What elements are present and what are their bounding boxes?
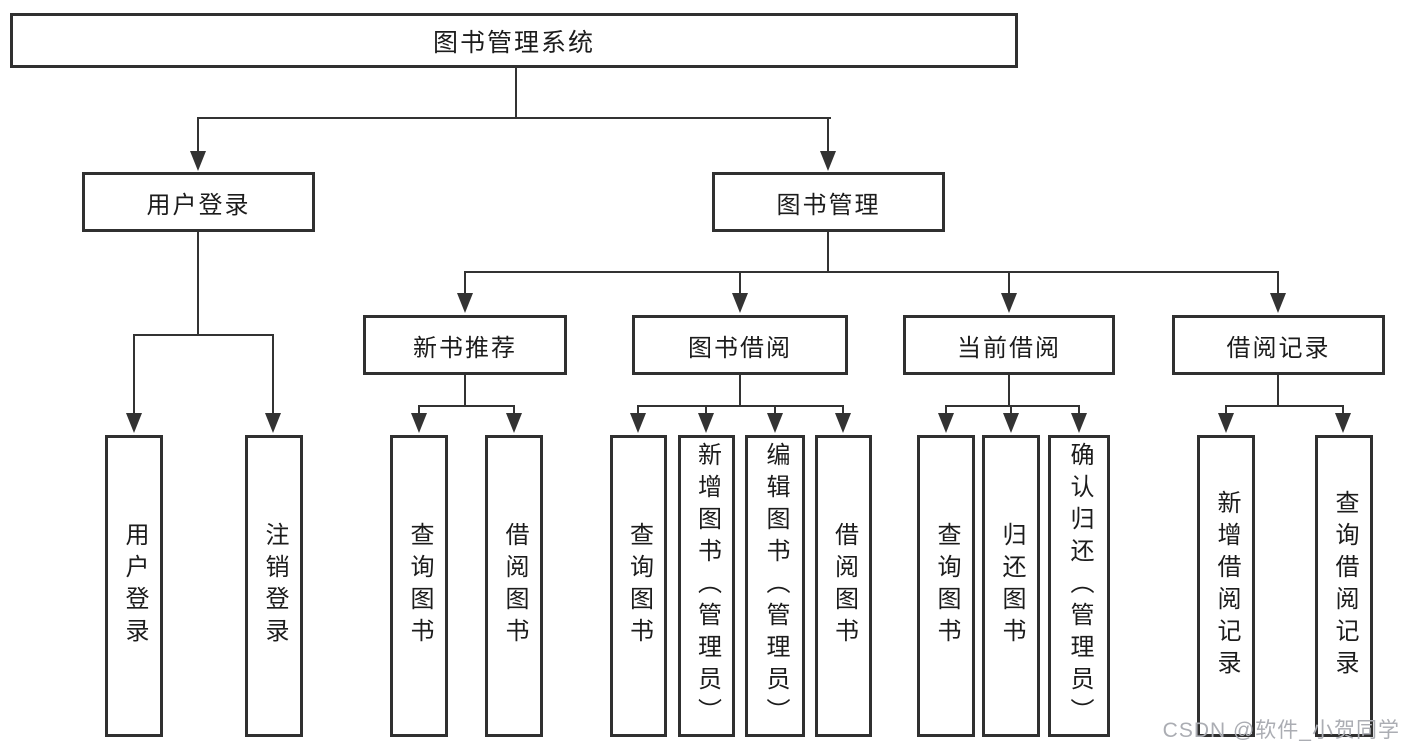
arrow-down-icon: [732, 293, 748, 313]
connector-line: [464, 271, 1279, 273]
connector-line: [1225, 405, 1344, 407]
leaf-label: 查询图书: [933, 522, 960, 650]
leaf-label: 归还图书: [998, 522, 1025, 650]
connector-line: [418, 405, 515, 407]
node-label: 当前借阅: [957, 334, 1061, 362]
leaf-borrow-books: 借阅图书: [815, 435, 872, 737]
node-label: 借阅记录: [1226, 334, 1331, 362]
arrow-down-icon: [506, 413, 522, 433]
connector-line: [1277, 271, 1279, 295]
connector-line: [1010, 405, 1012, 415]
leaf-add-borrow-record: 新增借阅记录: [1197, 435, 1255, 737]
leaf-borrow-books: 借阅图书: [485, 435, 543, 737]
connector-line: [842, 405, 844, 415]
connector-line: [272, 334, 274, 414]
leaf-label: 用户登录: [121, 522, 148, 650]
leaf-query-books: 查询图书: [610, 435, 667, 737]
connector-line: [515, 66, 517, 119]
node-label: 图书管理: [776, 191, 881, 219]
leaf-label: 查询图书: [625, 522, 653, 650]
connector-line: [739, 271, 741, 295]
node-library-management-system: 图书管理系统: [10, 13, 1018, 68]
leaf-label: 确认归还（管理员）: [1066, 442, 1093, 730]
connector-line: [1277, 374, 1279, 407]
arrow-down-icon: [457, 293, 473, 313]
leaf-user-login: 用户登录: [105, 435, 163, 737]
leaf-logout: 注销登录: [245, 435, 303, 737]
leaf-label: 新增借阅记录: [1213, 490, 1240, 682]
arrow-down-icon: [938, 413, 954, 433]
arrow-down-icon: [190, 151, 206, 171]
connector-line: [637, 405, 639, 415]
connector-line: [1008, 271, 1010, 295]
leaf-query-borrow-record: 查询借阅记录: [1315, 435, 1373, 737]
connector-line: [197, 117, 831, 119]
arrow-down-icon: [835, 413, 851, 433]
arrow-down-icon: [820, 151, 836, 171]
arrow-down-icon: [1071, 413, 1087, 433]
arrow-down-icon: [1218, 413, 1234, 433]
connector-line: [513, 405, 515, 415]
leaf-query-books: 查询图书: [390, 435, 448, 737]
leaf-label: 编辑图书（管理员）: [762, 442, 789, 730]
connector-line: [464, 271, 466, 295]
arrow-down-icon: [1001, 293, 1017, 313]
connector-line: [827, 117, 829, 153]
connector-line: [827, 231, 829, 272]
arrow-down-icon: [630, 413, 646, 433]
connector-line: [418, 405, 420, 415]
arrow-down-icon: [126, 413, 142, 433]
arrow-down-icon: [767, 413, 783, 433]
node-new-book-recommend: 新书推荐: [363, 315, 567, 375]
node-label: 新书推荐: [413, 334, 517, 362]
connector-line: [197, 231, 199, 335]
leaf-label: 注销登录: [261, 522, 288, 650]
node-current-borrow: 当前借阅: [903, 315, 1115, 375]
node-label: 图书管理系统: [432, 28, 595, 57]
connector-line: [133, 334, 135, 414]
leaf-label: 借阅图书: [501, 522, 528, 650]
connector-line: [945, 405, 947, 415]
connector-line: [1225, 405, 1227, 415]
connector-line: [464, 374, 466, 407]
connector-line: [197, 117, 199, 153]
arrow-down-icon: [698, 413, 714, 433]
arrow-down-icon: [1335, 413, 1351, 433]
leaf-confirm-return-admin: 确认归还（管理员）: [1048, 435, 1110, 737]
arrow-down-icon: [1270, 293, 1286, 313]
connector-line: [945, 405, 1079, 407]
node-borrow-records: 借阅记录: [1172, 315, 1385, 375]
connector-line: [1008, 374, 1010, 407]
arrow-down-icon: [1003, 413, 1019, 433]
connector-line: [133, 334, 274, 336]
connector-line: [1342, 405, 1344, 415]
leaf-label: 查询图书: [406, 522, 433, 650]
leaf-label: 借阅图书: [830, 522, 858, 650]
leaf-query-books: 查询图书: [917, 435, 975, 737]
node-book-management: 图书管理: [712, 172, 945, 232]
connector-line: [637, 405, 843, 407]
leaf-edit-books-admin: 编辑图书（管理员）: [745, 435, 805, 737]
node-book-borrow: 图书借阅: [632, 315, 848, 375]
connector-line: [1078, 405, 1080, 415]
node-label: 用户登录: [146, 191, 251, 219]
arrow-down-icon: [265, 413, 281, 433]
node-user-login: 用户登录: [82, 172, 315, 232]
leaf-add-books-admin: 新增图书（管理员）: [678, 435, 735, 737]
node-label: 图书借阅: [688, 334, 792, 362]
csdn-watermark: CSDN @软件_小贺同学: [1162, 719, 1400, 742]
connector-line: [774, 405, 776, 415]
connector-line: [739, 374, 741, 407]
arrow-down-icon: [411, 413, 427, 433]
leaf-label: 查询借阅记录: [1331, 490, 1358, 682]
leaf-return-books: 归还图书: [982, 435, 1040, 737]
connector-line: [705, 405, 707, 415]
leaf-label: 新增图书（管理员）: [693, 442, 721, 730]
